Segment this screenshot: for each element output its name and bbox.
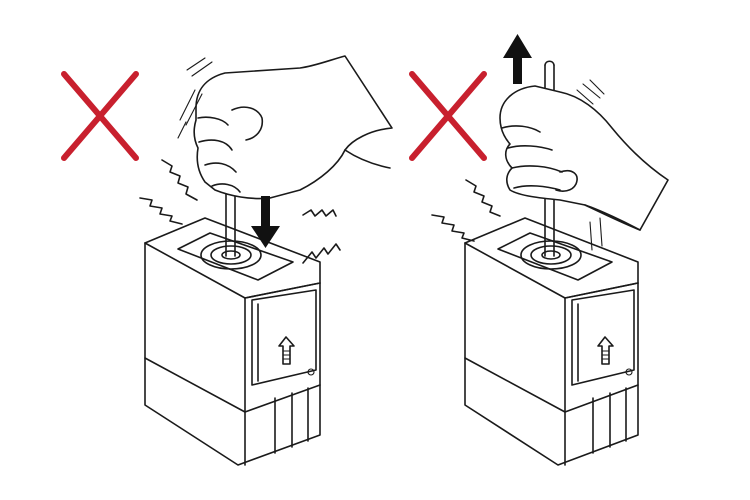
motion-lines <box>576 79 605 251</box>
motion-lines <box>177 57 213 139</box>
arrow-up-icon <box>503 34 532 84</box>
cross-icon <box>409 71 487 161</box>
cross-icon <box>61 71 139 161</box>
hand <box>193 55 393 200</box>
device <box>464 217 639 466</box>
arrow-down-icon <box>251 196 280 248</box>
vibration-lines <box>139 159 341 264</box>
arrow-up-icon <box>597 336 614 365</box>
device <box>144 217 321 466</box>
hand <box>499 85 669 231</box>
panel-push-down <box>61 55 393 466</box>
panel-pull-up <box>409 34 669 466</box>
arrow-up-icon <box>278 336 295 365</box>
vibration-lines <box>431 179 501 242</box>
